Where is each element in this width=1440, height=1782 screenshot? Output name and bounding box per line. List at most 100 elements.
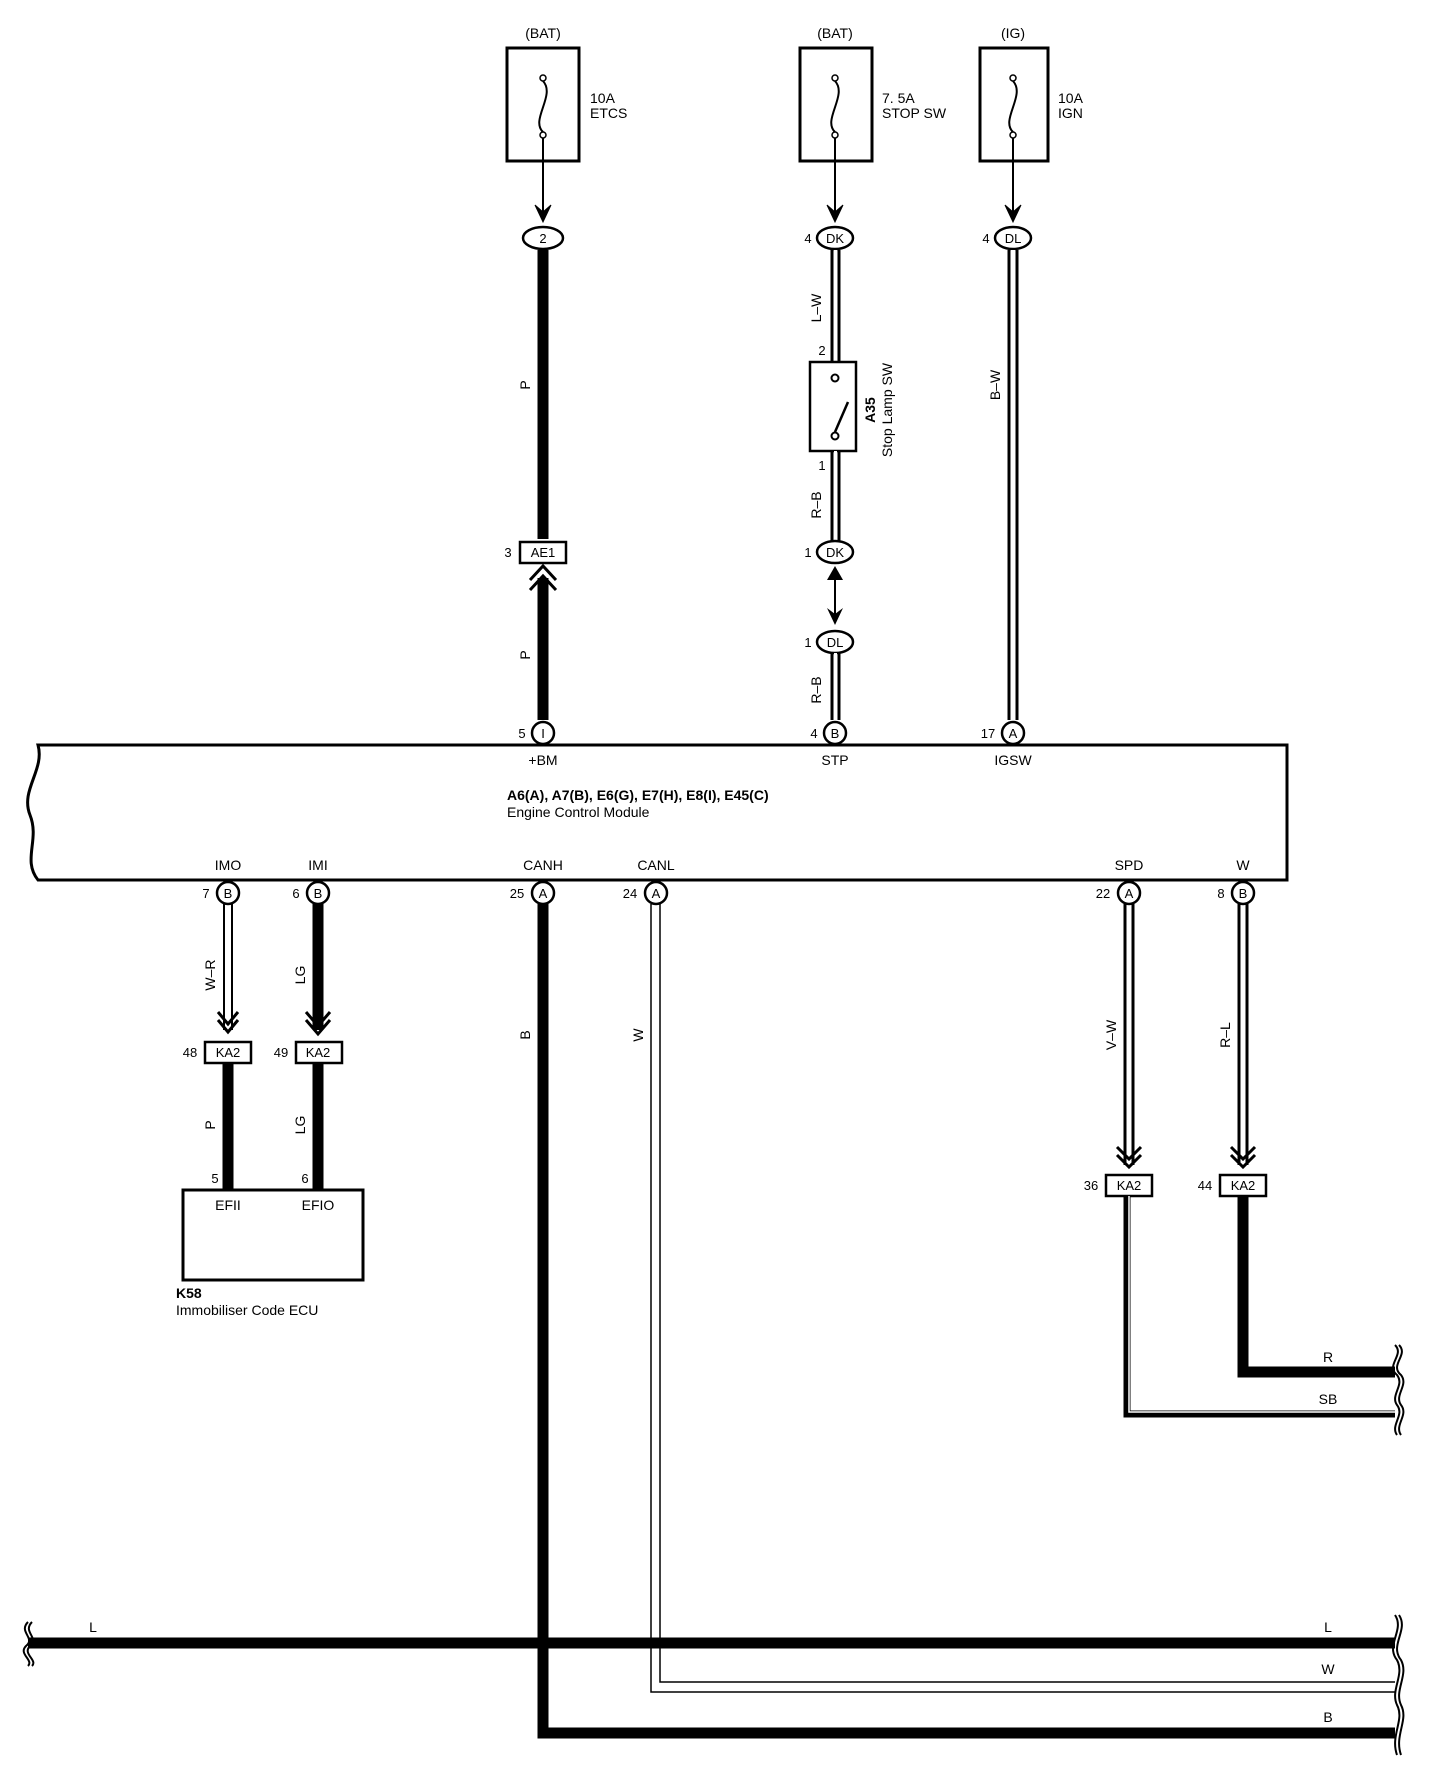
ecm-pin-num: 5 (518, 726, 525, 741)
ka2-code: KA2 (1117, 1178, 1142, 1193)
double-chevron-down-icon (216, 1011, 240, 1035)
connector-ka2-48: 48 KA2 (183, 1040, 253, 1065)
wire-color: R–B (808, 676, 824, 703)
fuse-etcs-name: ETCS (590, 105, 627, 121)
ecm-pin-label: CANH (523, 857, 563, 873)
connector-etcs-top: 2 (521, 225, 565, 251)
ecu-pin-label: EFIO (302, 1197, 335, 1213)
ecm-pin-num: 4 (810, 726, 817, 741)
connector-pin: 4 (804, 231, 811, 246)
ae1-pin: 3 (504, 545, 511, 560)
fuse-ign-rating: 10A (1058, 90, 1084, 106)
ecm-pin-code: B (314, 886, 323, 901)
wire-color: LG (292, 966, 308, 985)
ecm-name: Engine Control Module (507, 804, 650, 820)
fuse-stop-source: (BAT) (817, 25, 853, 41)
immobiliser-code-ecu: 5 6 EFII EFIO K58 Immobiliser Code ECU (176, 1171, 365, 1318)
arrow-up-icon (827, 566, 843, 580)
ecm-pin-label: +BM (528, 752, 557, 768)
bus-label-b: B (1323, 1709, 1332, 1725)
break-mark-icon (1392, 1614, 1401, 1756)
wire-color: R–B (808, 491, 824, 518)
ka2-code: KA2 (1231, 1178, 1256, 1193)
dk-lower-code: DK (826, 545, 844, 560)
wire-color: B (517, 1030, 533, 1039)
wire-canl: W (630, 904, 1395, 1693)
wire-color: P (517, 380, 533, 389)
fuse-ign-name: IGN (1058, 105, 1083, 121)
fuse-etcs-rating: 10A (590, 90, 616, 106)
connector-code: 2 (539, 231, 546, 246)
dk-lower-pin: 1 (804, 545, 811, 560)
ecm-pin-code: I (541, 726, 545, 741)
fuse-leads (534, 138, 1022, 224)
arrow-down-icon (826, 204, 844, 224)
arrow-down-icon (1004, 204, 1022, 224)
fuse-etcs-source: (BAT) (525, 25, 561, 41)
engine-control-module: 5 I +BM 4 B STP 17 A IGSW A6(A), A7(B), … (26, 720, 1289, 882)
wire-w: R–L (1217, 904, 1257, 1170)
break-mark-icon (1392, 1344, 1401, 1436)
double-chevron-down-icon (1115, 1145, 1143, 1170)
wire-color: W (630, 1028, 646, 1042)
connector-ka2-44: 44 KA2 (1198, 1173, 1268, 1198)
wire-imo: W–R (202, 904, 240, 1035)
wire-canh: B (517, 904, 1395, 1739)
ecu-pin-label: EFII (215, 1197, 241, 1213)
bus-label-l-right: L (1324, 1619, 1332, 1635)
connector-stop-top: 4 DK (804, 225, 855, 251)
ka2-pin: 49 (274, 1045, 288, 1060)
ecm-pin-num: 8 (1217, 886, 1224, 901)
ecm-pin-num: 24 (623, 886, 637, 901)
wire-etcs: P 3 AE1 P (504, 250, 568, 720)
fuse-stop-name: STOP SW (882, 105, 947, 121)
ecm-pin-label: STP (821, 752, 848, 768)
wire-l: L L (28, 1619, 1395, 1649)
ecm-pin-code: A (1009, 726, 1018, 741)
double-chevron-down-icon (304, 1011, 332, 1037)
bus-label-l-left: L (89, 1619, 97, 1635)
switch-code: A35 (862, 397, 878, 423)
wire-color: B–W (987, 369, 1003, 400)
ecm-pin-code: B (224, 886, 233, 901)
wire-color: R–L (1217, 1022, 1233, 1048)
ecu-name: Immobiliser Code ECU (176, 1302, 318, 1318)
double-chevron-up-icon (528, 563, 558, 592)
ecu-code: K58 (176, 1285, 202, 1301)
fuse-stop-rating: 7. 5A (882, 90, 915, 106)
wire-color: W–R (202, 959, 218, 990)
wire-spd: V–W (1103, 904, 1143, 1170)
fuse-element-icon (538, 80, 548, 133)
fuse-element-icon (1008, 80, 1018, 133)
bus-label-w: W (1321, 1661, 1335, 1677)
ecm-pin-num: 7 (202, 886, 209, 901)
connector-pin: 4 (982, 231, 989, 246)
ecm-pin-label: IGSW (994, 752, 1032, 768)
wire-ign: B–W (987, 250, 1019, 720)
ecm-pin-label: IMO (215, 857, 242, 873)
ka2-code: KA2 (216, 1045, 241, 1060)
ka2-pin: 44 (1198, 1178, 1212, 1193)
ecm-pin-num: 22 (1096, 886, 1110, 901)
wire-color: P (202, 1120, 218, 1129)
wire-color: L–W (808, 293, 824, 323)
dl-lower-code: DL (827, 635, 844, 650)
connector-ka2-36: 36 KA2 (1084, 1173, 1154, 1198)
switch-name: Stop Lamp SW (879, 362, 895, 457)
wire-stop: L–W 2 A35 Stop Lamp SW 1 R–B 1 DK 1 DL R… (804, 250, 895, 720)
ecm-pin-num: 6 (292, 886, 299, 901)
ecu-pin-num: 6 (301, 1171, 308, 1186)
ecu-pin-num: 5 (211, 1171, 218, 1186)
arrow-down-icon (827, 608, 843, 625)
arrow-down-icon (534, 204, 552, 224)
fuse-stop-sw: (BAT) 7. 5A STOP SW (798, 25, 947, 163)
ecm-pin-label: SPD (1115, 857, 1144, 873)
ecm-pin-code: A (652, 886, 661, 901)
fuse-ign: (IG) 10A IGN (978, 25, 1084, 163)
wire-color: LG (292, 1116, 308, 1135)
ecm-pin-code: A (539, 886, 548, 901)
ecm-pin-label: IMI (308, 857, 327, 873)
fuse-etcs: (BAT) 10A ETCS (505, 25, 627, 163)
connector-code: DL (1005, 231, 1022, 246)
